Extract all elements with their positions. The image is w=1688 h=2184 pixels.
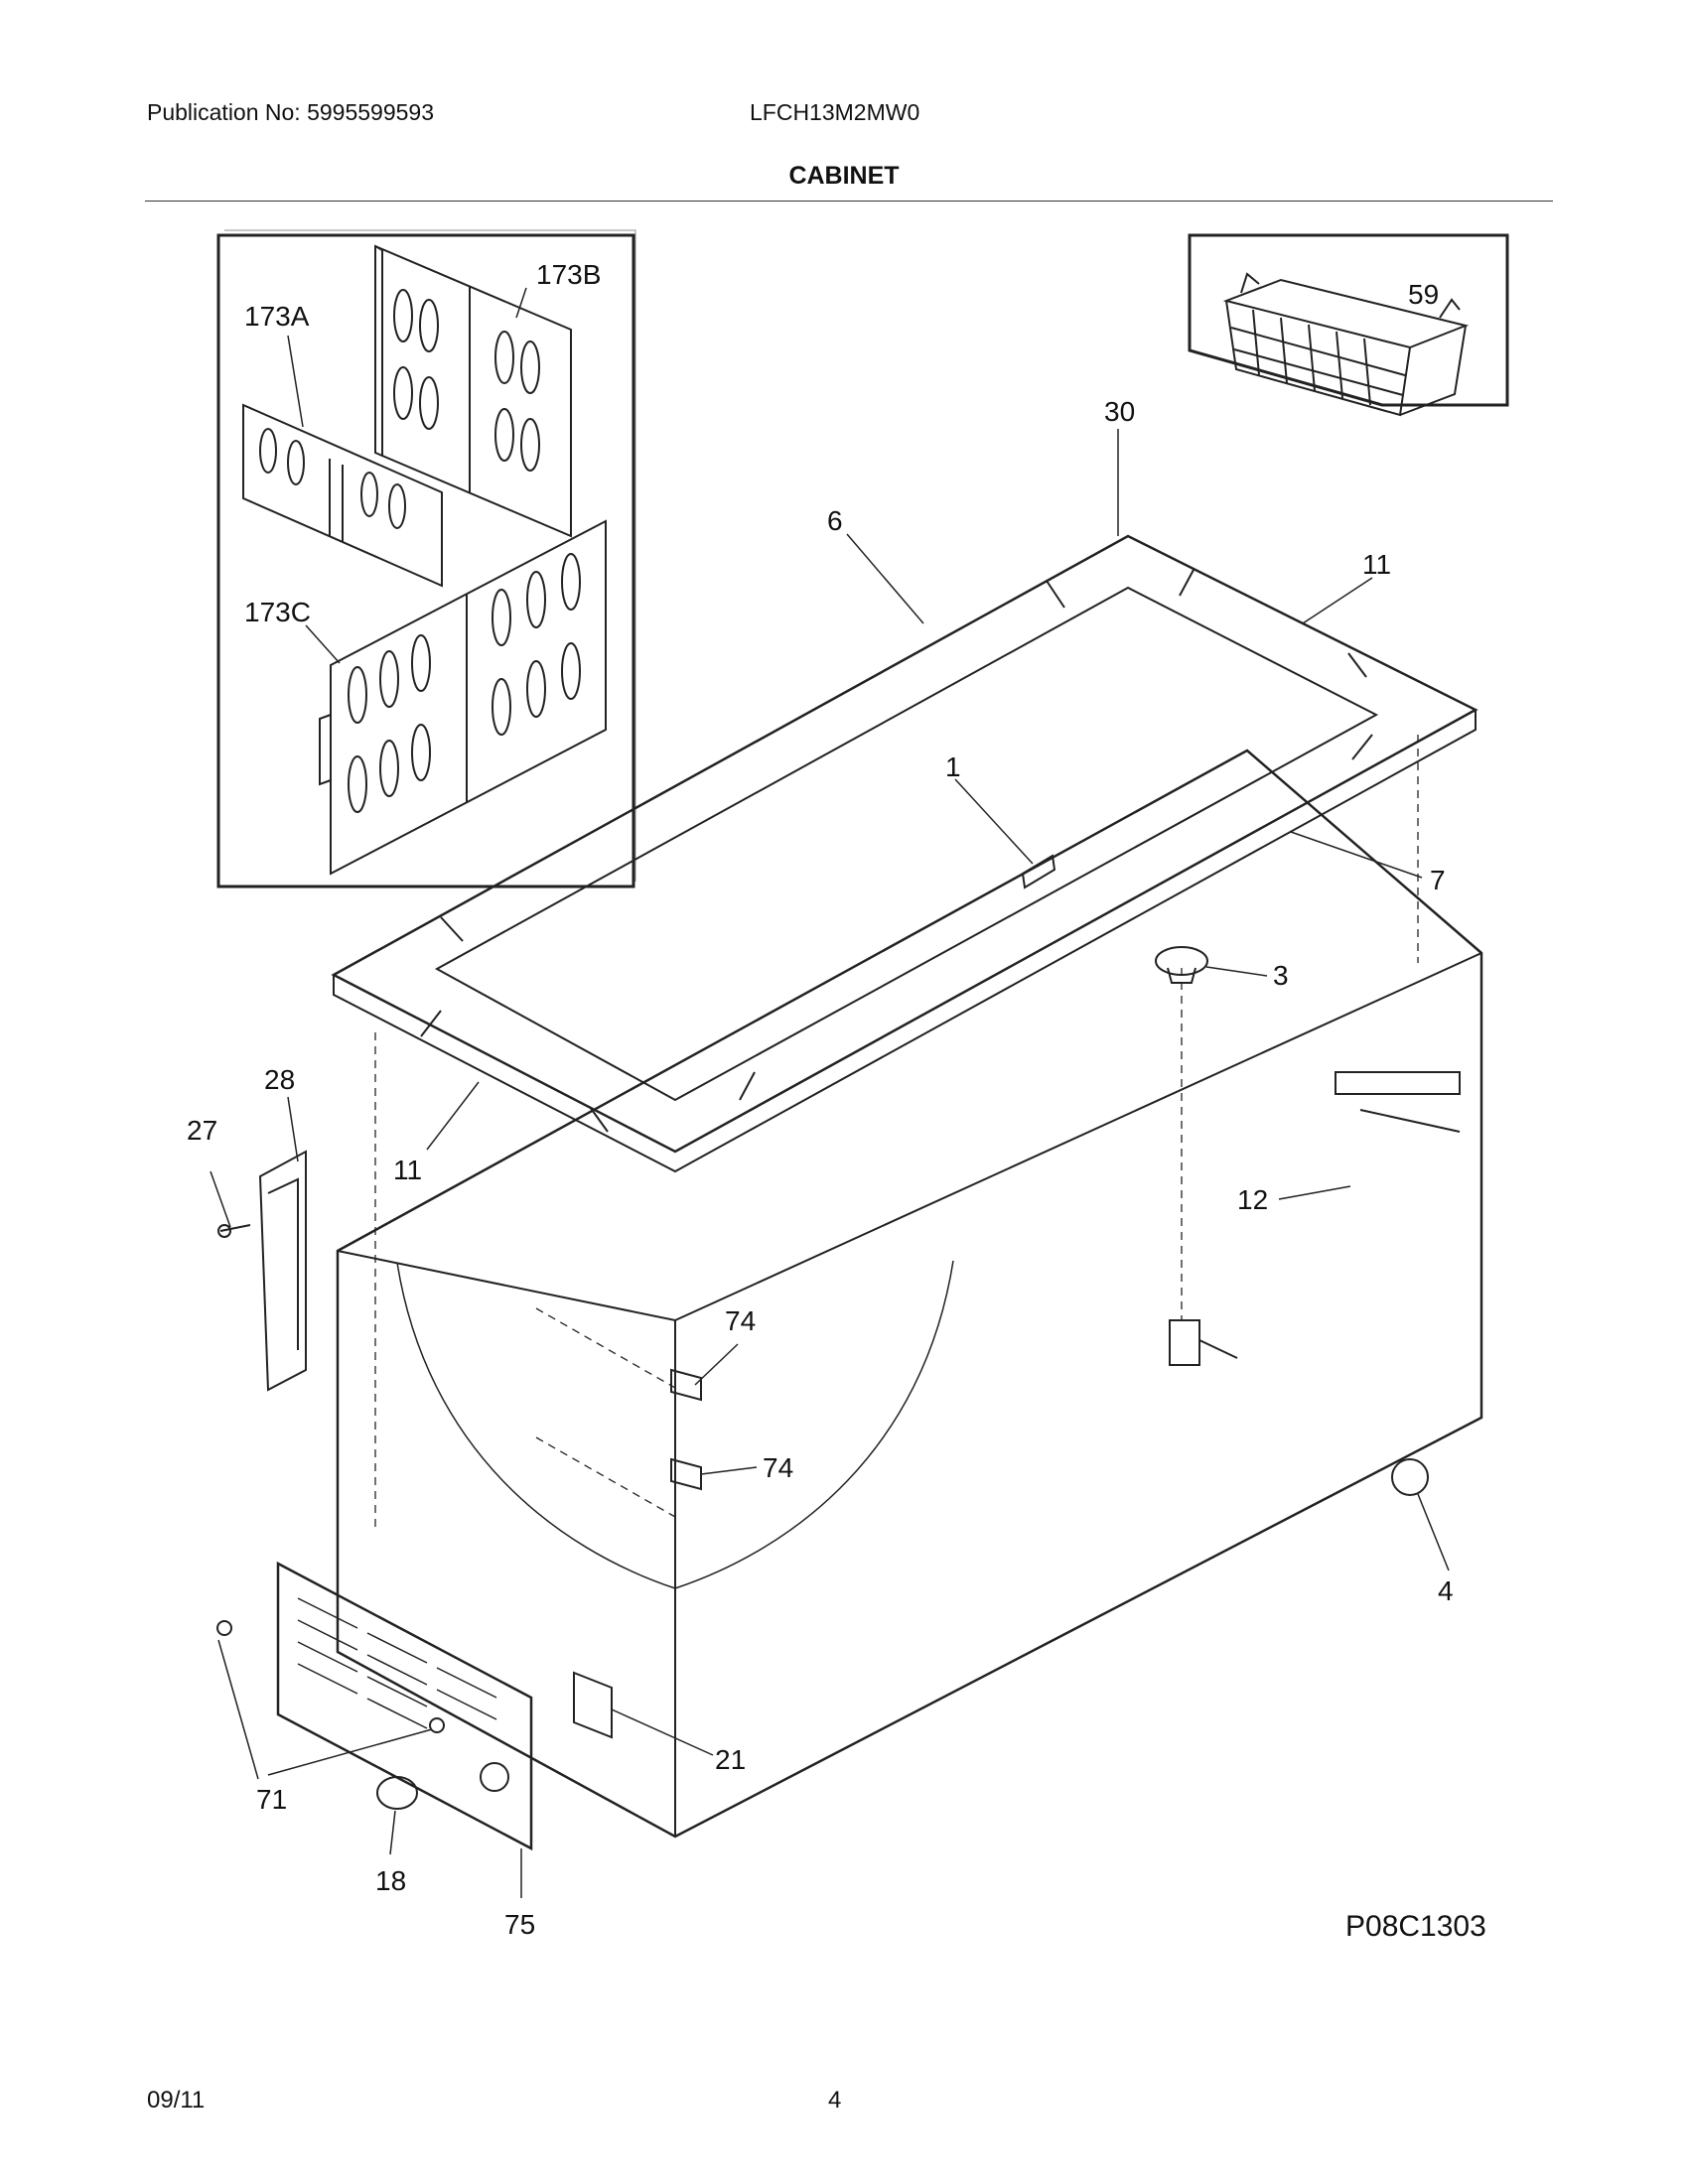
clips-74-part [670,1368,702,1491]
figure-id: P08C1303 [1345,1910,1486,1943]
screws-71-part [216,1620,445,1733]
bumper-3-part [1155,946,1208,984]
divider-173a-part [242,403,443,588]
screw-27-part [217,1224,251,1238]
callout-4: 4 [1438,1575,1454,1606]
callout-173a: 173A [244,301,310,332]
callout-11-top: 11 [1362,549,1391,580]
cabinet-body-part [336,749,1483,1839]
callout-74-lower: 74 [763,1452,793,1483]
page-number: 4 [828,2087,842,2114]
callout-59: 59 [1408,279,1439,310]
callout-11-left: 11 [393,1155,422,1185]
callout-3: 3 [1273,960,1289,991]
callout-7: 7 [1430,865,1446,895]
callout-21: 21 [715,1744,746,1775]
callout-1: 1 [945,751,961,782]
callout-30: 30 [1104,396,1135,427]
basket-59-part [1222,272,1470,417]
callout-12: 12 [1237,1184,1268,1215]
callout-173b: 173B [536,259,601,290]
plug-18-part [376,1776,418,1810]
divider-inset [216,229,636,888]
callout-71: 71 [256,1784,287,1815]
switch-21-part [573,1671,613,1739]
section-title: CABINET [788,162,900,190]
divider-173b-part [374,244,572,538]
callout-18: 18 [375,1865,406,1896]
callout-27: 27 [187,1115,217,1146]
publication-number: Publication No: 5995599593 [147,99,435,125]
grille-75-part [276,1561,533,1851]
model-number: LFCH13M2MW0 [750,99,920,125]
header-rule [145,201,1553,202]
divider-173c-part [319,519,607,876]
callout-173c: 173C [244,597,311,627]
basket-inset [1188,233,1509,417]
breaker-strip-frame [331,534,1478,1173]
callout-75: 75 [504,1909,535,1940]
callout-28: 28 [264,1064,295,1095]
callout-6: 6 [827,505,843,536]
hinge-28-part [258,1150,307,1392]
leader-lines [210,429,1450,1898]
drain-plug-4-part [1391,1458,1429,1496]
callout-74-upper: 74 [725,1305,756,1336]
drain-tube-part [1169,1319,1238,1366]
footer-date: 09/11 [147,2087,206,2114]
alignment-lines [374,735,1419,1529]
